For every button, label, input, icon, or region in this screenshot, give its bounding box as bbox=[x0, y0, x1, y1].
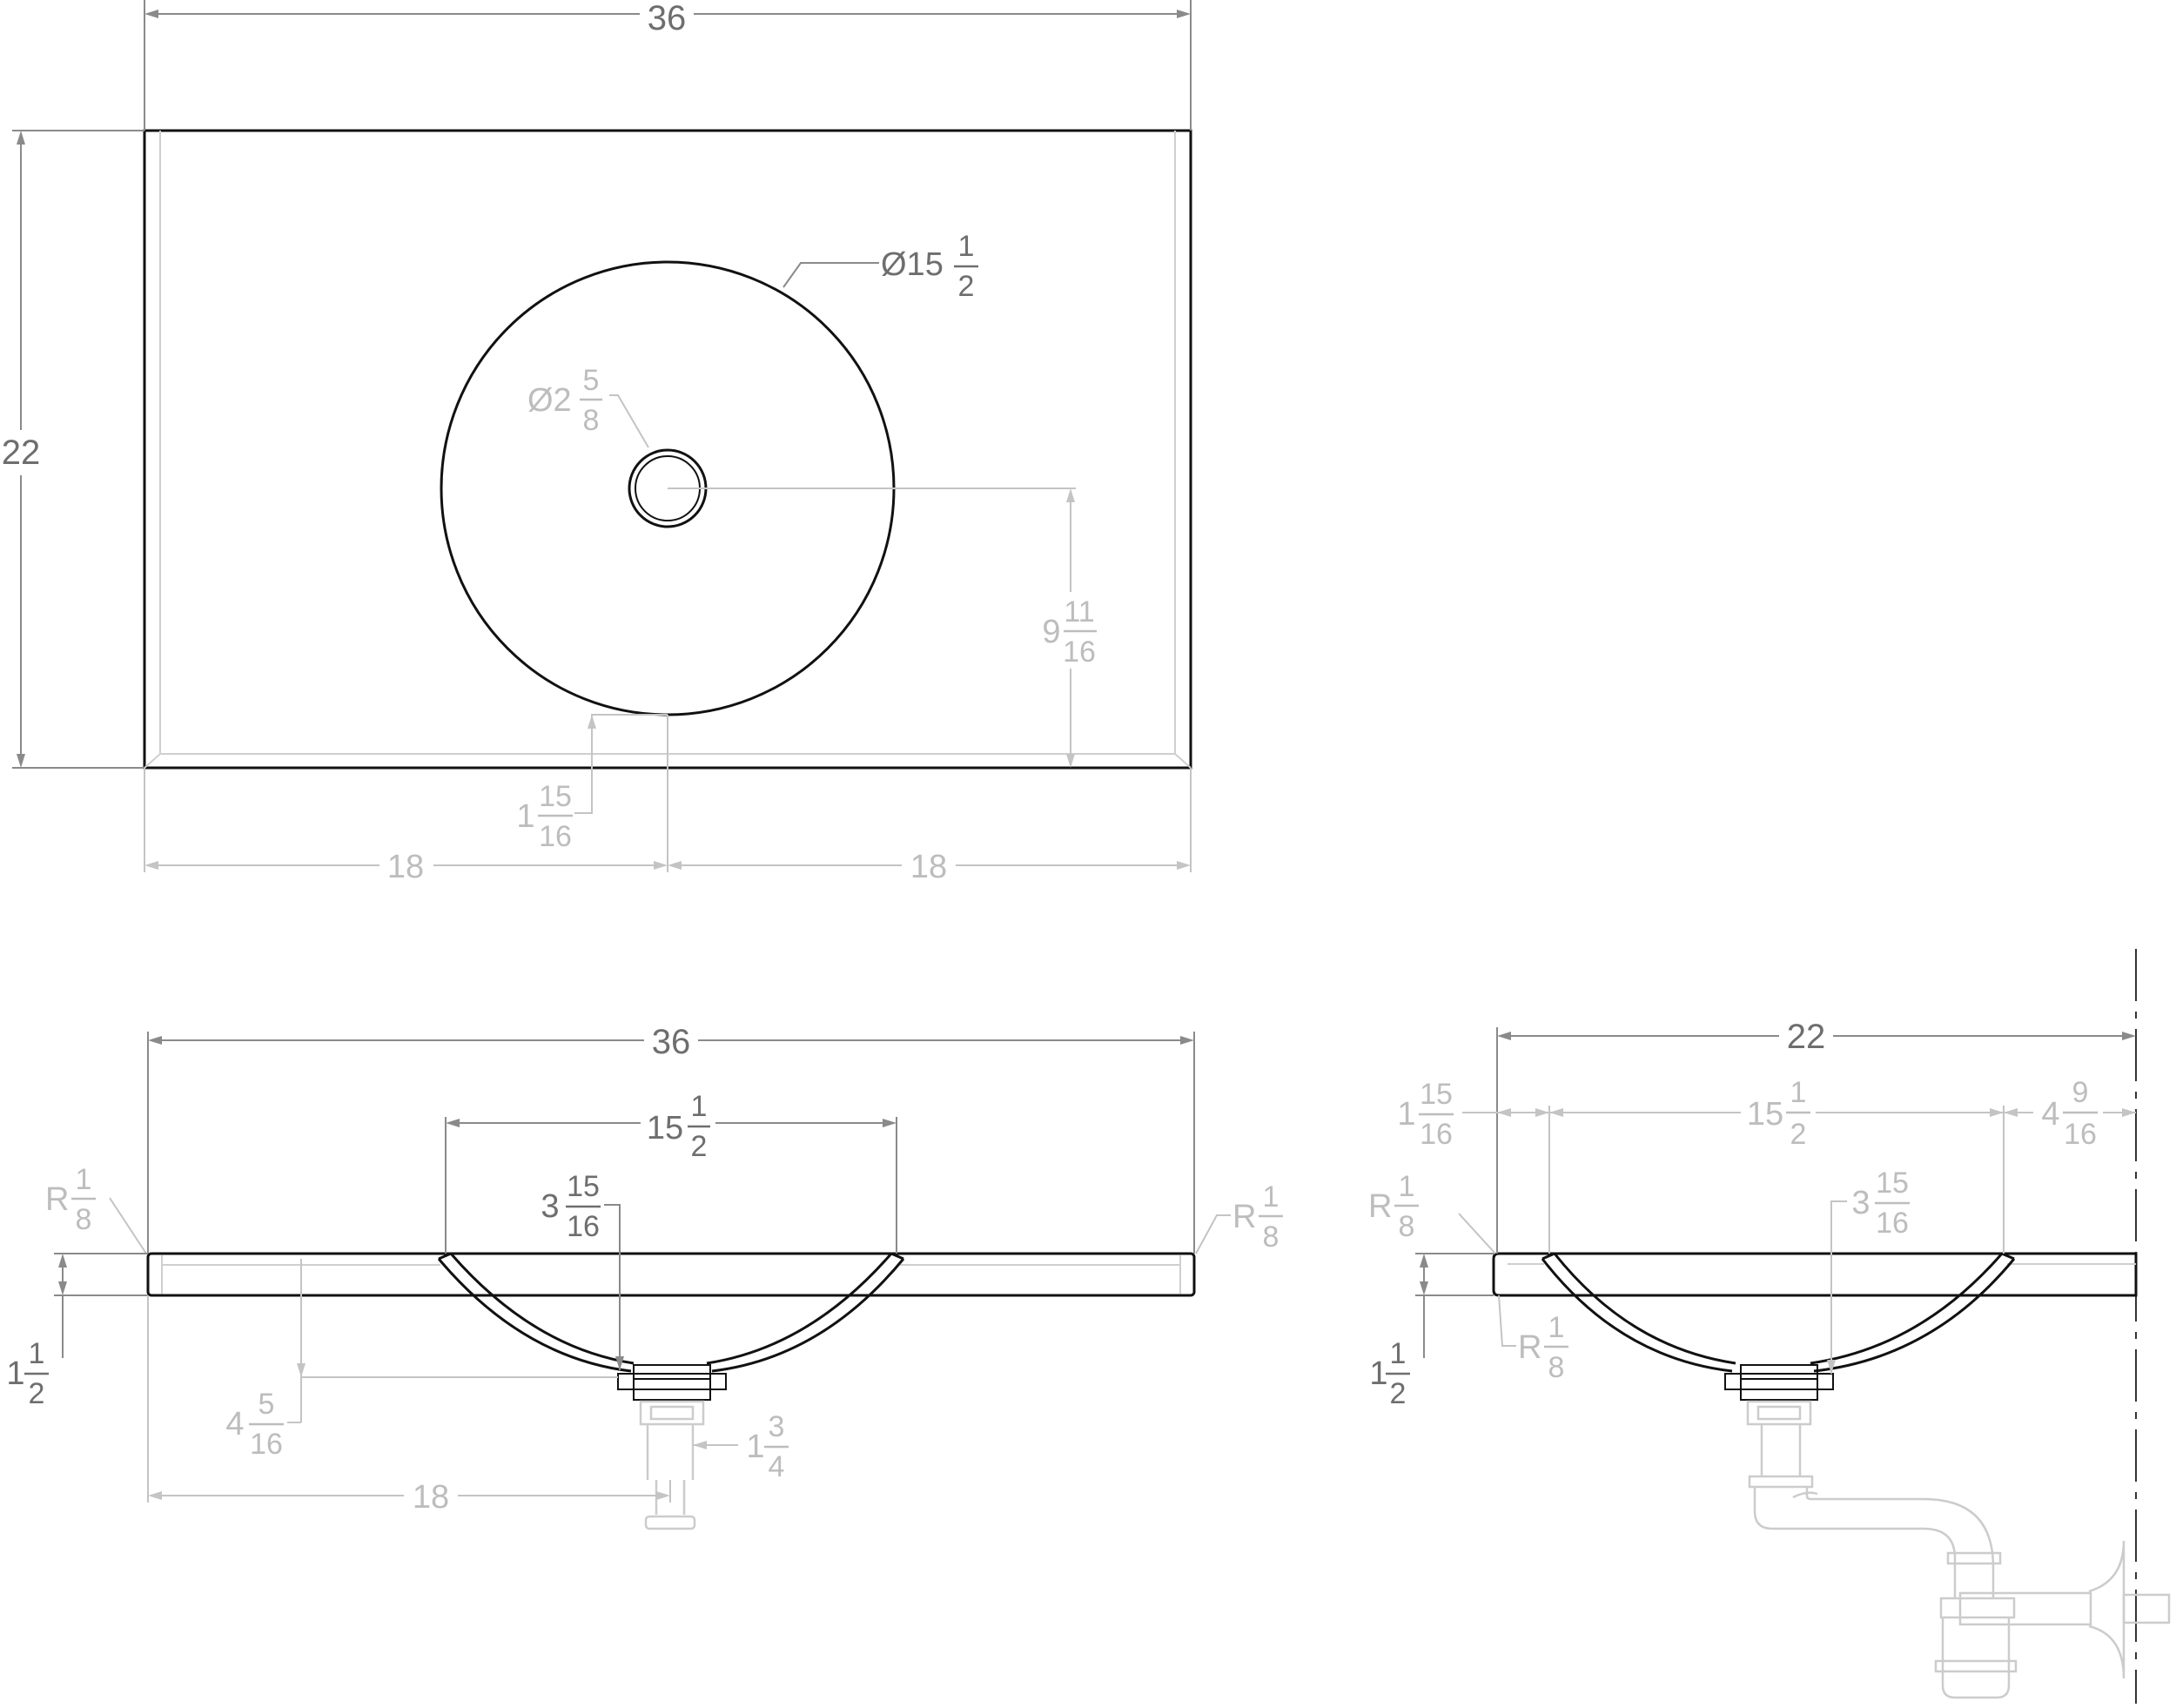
front-bowl-width-whole: 15 bbox=[647, 1110, 683, 1147]
side-bowl-depth-whole: 3 bbox=[1851, 1185, 1870, 1221]
side-bowl-width-num: 1 bbox=[1790, 1076, 1807, 1109]
side-radius-bottom-prefix: R bbox=[1518, 1329, 1541, 1366]
front-bowl-right bbox=[711, 1258, 905, 1373]
drain-diameter-prefix: Ø2 bbox=[527, 382, 572, 419]
side-bowl-width-den: 2 bbox=[1790, 1118, 1807, 1151]
front-bowl-depth-num: 15 bbox=[567, 1170, 600, 1203]
bowl-offset-den: 16 bbox=[1063, 635, 1096, 669]
side-thickness-den: 2 bbox=[1390, 1377, 1407, 1410]
front-bowl-width-den: 2 bbox=[691, 1130, 708, 1163]
front-thickness-whole: 1 bbox=[6, 1355, 24, 1392]
front-view: 36 15 1 2 3 15 16 R 1 8 R 1 8 bbox=[6, 1023, 1283, 1530]
side-radius-top-num: 1 bbox=[1399, 1170, 1415, 1203]
bowl-diameter-den: 2 bbox=[958, 270, 975, 303]
bowl-offset-num: 11 bbox=[1064, 595, 1094, 629]
front-bowl-depth-whole: 3 bbox=[541, 1188, 559, 1225]
side-drain-flange bbox=[1724, 1373, 1834, 1390]
side-radius-top-prefix: R bbox=[1368, 1188, 1392, 1225]
front-thickness-den: 2 bbox=[29, 1377, 45, 1410]
countertop-inner-edge bbox=[159, 131, 1176, 755]
p-trap bbox=[1748, 1424, 2171, 1699]
top-view: 36 22 Ø15 1 2 Ø2 5 8 9 11 16 1 1 bbox=[0, 0, 1192, 885]
right-half-label: 18 bbox=[910, 849, 947, 885]
side-back-margin-den: 16 bbox=[2064, 1118, 2097, 1151]
front-tail-num: 3 bbox=[769, 1410, 785, 1443]
front-edge-num: 15 bbox=[539, 780, 572, 813]
drain-diameter-den: 8 bbox=[583, 404, 600, 437]
side-radius-top-leader bbox=[1458, 1213, 1496, 1254]
bowl-diameter-num: 1 bbox=[958, 230, 975, 263]
side-radius-bottom-leader bbox=[1498, 1294, 1516, 1347]
front-radius-right-leader bbox=[1195, 1214, 1231, 1254]
front-width-label: 36 bbox=[652, 1023, 691, 1061]
side-radius-top-den: 8 bbox=[1399, 1210, 1415, 1243]
front-center-label: 18 bbox=[413, 1479, 449, 1516]
front-drain-depth-whole: 4 bbox=[225, 1406, 244, 1442]
bowl-diameter-leader bbox=[782, 262, 879, 288]
front-drain-depth-num: 5 bbox=[259, 1388, 275, 1421]
front-slab bbox=[146, 1252, 1196, 1297]
side-back-margin-num: 9 bbox=[2072, 1076, 2089, 1109]
front-radius-left-leader bbox=[109, 1197, 147, 1254]
drain-diameter-leader bbox=[609, 394, 649, 448]
side-bowl-depth-den: 16 bbox=[1876, 1207, 1909, 1240]
side-thickness-whole: 1 bbox=[1369, 1355, 1387, 1392]
side-radius-bottom-den: 8 bbox=[1548, 1351, 1565, 1384]
front-radius-left-prefix: R bbox=[45, 1181, 69, 1218]
side-slab bbox=[1492, 1252, 2138, 1297]
front-radius-right-prefix: R bbox=[1232, 1199, 1256, 1235]
front-radius-right-num: 1 bbox=[1263, 1180, 1279, 1214]
drain-diameter-num: 5 bbox=[583, 364, 600, 397]
side-front-margin-den: 16 bbox=[1420, 1118, 1453, 1151]
left-half-label: 18 bbox=[387, 849, 424, 885]
front-radius-left-num: 1 bbox=[76, 1163, 92, 1196]
front-drain-depth-den: 16 bbox=[250, 1428, 283, 1461]
front-edge-leader bbox=[574, 714, 668, 814]
front-bowl-depth-leader bbox=[604, 1204, 621, 1370]
side-bowl-depth-leader bbox=[1830, 1200, 1847, 1374]
side-back-margin-whole: 4 bbox=[2041, 1096, 2059, 1133]
bowl-diameter-prefix: Ø15 bbox=[881, 246, 944, 283]
side-bowl-depth-num: 15 bbox=[1876, 1167, 1909, 1200]
side-view: 22 1 15 16 15 1 2 4 9 16 3 15 16 bbox=[1368, 949, 2171, 1704]
side-front-margin-whole: 1 bbox=[1397, 1096, 1415, 1133]
front-bowl-left bbox=[437, 1258, 632, 1373]
side-bowl-right bbox=[1813, 1258, 2016, 1373]
front-tail-den: 4 bbox=[769, 1450, 785, 1483]
side-bowl-width-whole: 15 bbox=[1747, 1096, 1783, 1133]
side-radius-bottom-num: 1 bbox=[1548, 1311, 1565, 1344]
front-thickness-num: 1 bbox=[29, 1337, 45, 1370]
top-height-label: 22 bbox=[2, 434, 41, 472]
front-radius-right-den: 8 bbox=[1263, 1220, 1279, 1254]
side-depth-label: 22 bbox=[1787, 1018, 1826, 1056]
side-front-margin-num: 15 bbox=[1420, 1078, 1453, 1111]
front-tail-whole: 1 bbox=[746, 1429, 764, 1465]
front-bowl-width-num: 1 bbox=[691, 1090, 708, 1123]
front-edge-den: 16 bbox=[539, 820, 572, 853]
front-drain-flange bbox=[617, 1373, 727, 1390]
front-edge-whole: 1 bbox=[516, 798, 534, 835]
side-thickness-num: 1 bbox=[1390, 1337, 1407, 1370]
front-bowl-depth-den: 16 bbox=[567, 1210, 600, 1243]
side-bowl-left bbox=[1541, 1258, 1733, 1373]
top-width-label: 36 bbox=[648, 0, 687, 37]
bowl-offset-whole: 9 bbox=[1042, 614, 1060, 650]
front-radius-left-den: 8 bbox=[76, 1203, 92, 1236]
